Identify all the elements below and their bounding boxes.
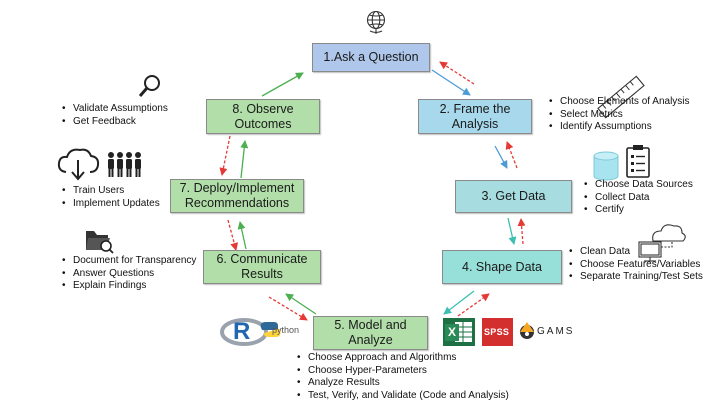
feedback-8-to-7: [219, 135, 231, 176]
feedback-5-to-4: [457, 293, 490, 317]
arrow-1-to-2: [431, 69, 471, 96]
list-item: Separate Training/Test Sets: [569, 271, 703, 284]
list-item: Choose Elements of Analysis: [549, 96, 690, 109]
r-logo-text: R: [233, 318, 251, 345]
list-item: Choose Features/Variables: [569, 259, 703, 272]
arrow-2-to-3: [494, 145, 508, 169]
arrow-5-to-6: [285, 293, 317, 315]
list-item: Clean Data: [569, 246, 703, 259]
list-item: Train Users: [62, 185, 160, 198]
step-shape-data: 4. Shape Data: [442, 250, 562, 284]
cloud-download-icon: [57, 148, 100, 181]
folder-search-icon: [86, 231, 114, 254]
list-item: Select Metrics: [549, 109, 690, 122]
people-icon: [108, 152, 141, 177]
arrow-3-to-4: [507, 217, 517, 245]
list-item: Collect Data: [584, 192, 693, 205]
step-get-data: 3. Get Data: [455, 180, 572, 213]
database-icon: [593, 151, 619, 181]
list-item: Validate Assumptions: [62, 103, 168, 116]
excel-logo-text: X: [448, 325, 457, 339]
arrow-6-to-7: [237, 221, 247, 250]
step-frame-analysis: 2. Frame the Analysis: [418, 99, 532, 134]
feedback-2-to-1: [439, 61, 475, 85]
spss-logo-text: SPSS: [484, 327, 510, 337]
model-bullets: Choose Approach and Algorithms Choose Hy…: [297, 352, 509, 402]
observe-bullets: Validate Assumptions Get Feedback: [62, 103, 168, 128]
list-item: Identify Assumptions: [549, 121, 690, 134]
getdata-bullets: Choose Data Sources Collect Data Certify: [584, 179, 693, 217]
r-python-icon: [220, 318, 281, 346]
gams-icon: [520, 322, 534, 339]
list-item: Choose Data Sources: [584, 179, 693, 192]
spss-icon: [482, 318, 513, 346]
excel-icon: [443, 318, 475, 346]
step-observe-outcomes: 8. Observe Outcomes: [206, 99, 320, 134]
list-item: Get Feedback: [62, 116, 168, 129]
arrow-7-to-8: [240, 140, 249, 179]
python-logo-text: python: [272, 325, 300, 335]
communicate-bullets: Document for Transparency Answer Questio…: [62, 255, 196, 293]
deploy-bullets: Train Users Implement Updates: [62, 185, 160, 210]
step-model-analyze: 5. Model and Analyze: [313, 316, 428, 350]
shape-bullets: Clean Data Choose Features/Variables Sep…: [569, 246, 703, 284]
arrow-8-to-1: [261, 72, 304, 97]
globe-icon: [366, 10, 386, 34]
frame-bullets: Choose Elements of Analysis Select Metri…: [549, 96, 690, 134]
feedback-7-to-6: [227, 219, 239, 251]
gams-logo-text: GAMS: [537, 326, 575, 337]
list-item: Document for Transparency: [62, 255, 196, 268]
clipboard-icon: [626, 145, 650, 178]
step-deploy-implement: 7. Deploy/Implement Recommendations: [170, 179, 304, 213]
list-item: Answer Questions: [62, 268, 196, 281]
list-item: Choose Hyper-Parameters: [297, 365, 509, 378]
list-item: Test, Verify, and Validate (Code and Ana…: [297, 390, 509, 403]
arrow-4-to-5: [443, 290, 475, 315]
list-item: Explain Findings: [62, 280, 196, 293]
feedback-3-to-2: [505, 141, 518, 169]
step-ask-question: 1.Ask a Question: [312, 43, 430, 72]
list-item: Choose Approach and Algorithms: [297, 352, 509, 365]
step-communicate-results: 6. Communicate Results: [203, 250, 321, 284]
feedback-6-to-5: [268, 296, 308, 321]
list-item: Implement Updates: [62, 198, 160, 211]
list-item: Analyze Results: [297, 377, 509, 390]
list-item: Certify: [584, 204, 693, 217]
magnifier-icon: [138, 75, 160, 97]
feedback-4-to-3: [517, 218, 526, 245]
